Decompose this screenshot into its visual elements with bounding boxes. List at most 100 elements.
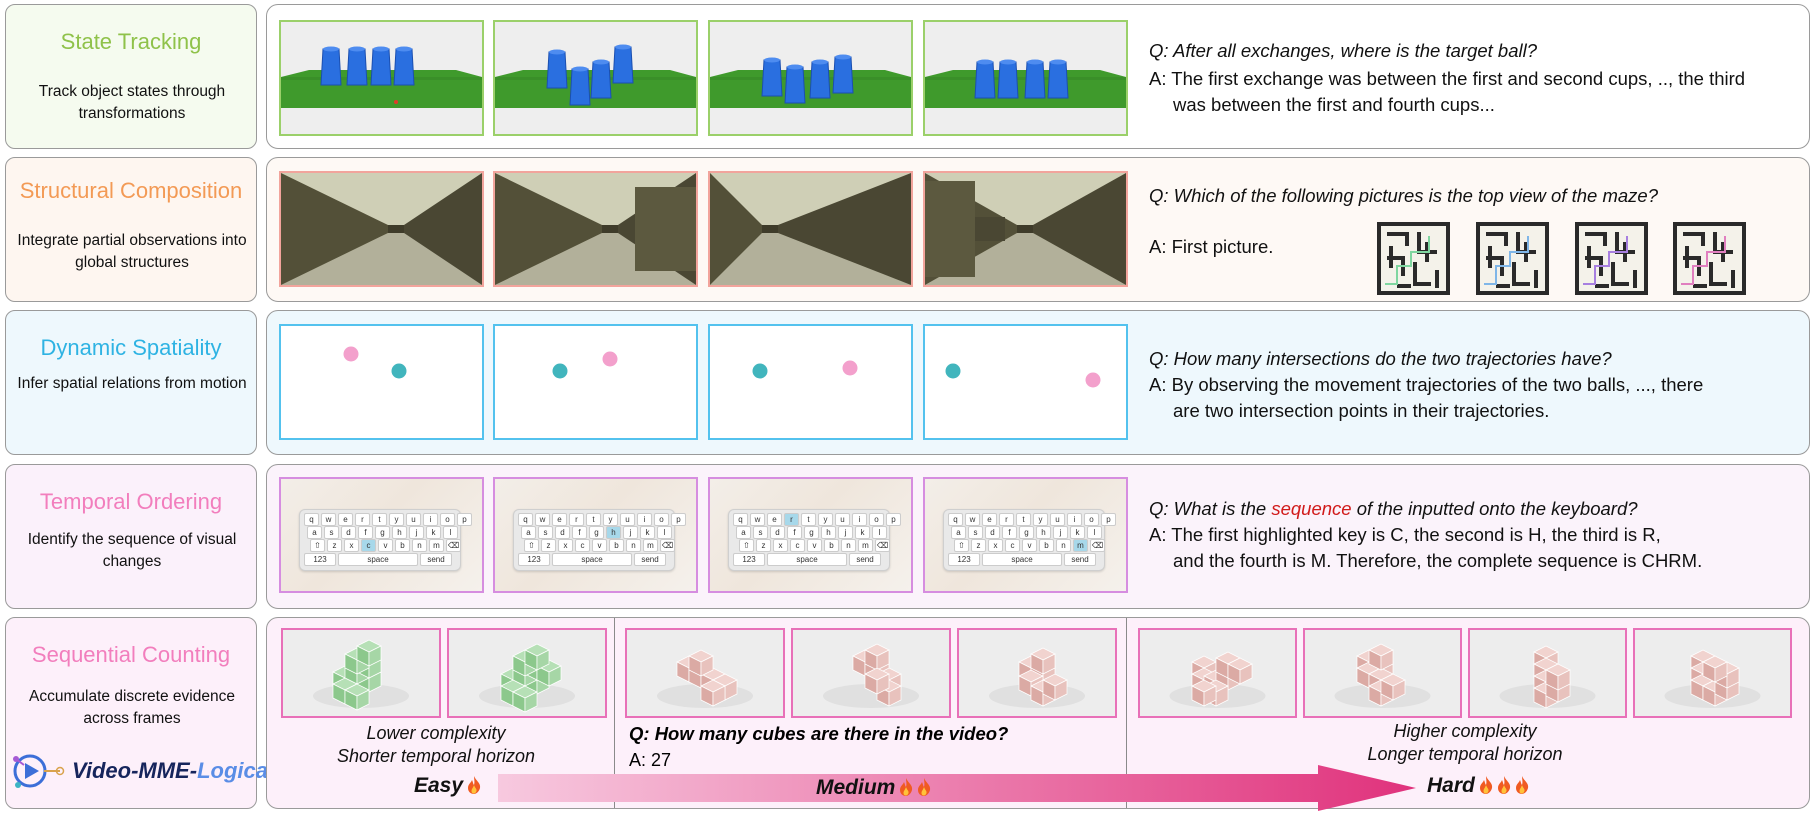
key: q: [948, 513, 963, 526]
state-frame: [708, 20, 913, 136]
state-frame: [923, 20, 1128, 136]
answer-line: are two intersection points in their tra…: [1173, 400, 1550, 421]
key: y: [1033, 513, 1048, 526]
cube-frame: [957, 628, 1117, 718]
key: p: [671, 513, 686, 526]
key: z: [541, 539, 556, 552]
key: v: [1022, 539, 1037, 552]
question-text: of the inputted onto the keyboard?: [1351, 498, 1638, 519]
category-card-struct: Structural Composition Integrate partial…: [5, 157, 257, 302]
key: a: [736, 526, 751, 539]
key: space: [338, 553, 418, 566]
motion-frame: [708, 324, 913, 440]
category-card-dynamic: Dynamic Spatiality Infer spatial relatio…: [5, 310, 257, 455]
key: l: [1087, 526, 1102, 539]
caption-line: Lower complexity: [366, 723, 506, 743]
key: v: [378, 539, 393, 552]
category-title: Dynamic Spatiality: [40, 335, 222, 360]
key: 123: [733, 553, 765, 566]
key: ⇧: [524, 539, 539, 552]
key: y: [389, 513, 404, 526]
answer-line: was between the first and fourth cups...: [1173, 94, 1495, 115]
key: c: [790, 539, 805, 552]
maze-top-view: [1673, 222, 1746, 295]
key: 123: [518, 553, 550, 566]
answer-line: A: By observing the movement trajectorie…: [1149, 374, 1704, 395]
answer-dynamic: A: By observing the movement trajectorie…: [1149, 372, 1789, 424]
key: l: [443, 526, 458, 539]
key: i: [423, 513, 438, 526]
key: o: [654, 513, 669, 526]
fire-icon: [917, 778, 931, 796]
key: j: [409, 526, 424, 539]
key: d: [555, 526, 570, 539]
key: b: [609, 539, 624, 552]
key: k: [640, 526, 655, 539]
key: k: [426, 526, 441, 539]
key: i: [1067, 513, 1082, 526]
key: b: [824, 539, 839, 552]
key: z: [327, 539, 342, 552]
key: m: [429, 539, 444, 552]
category-card-temporal: Temporal Ordering Identify the sequence …: [5, 464, 257, 609]
key: h: [392, 526, 407, 539]
question-struct: Q: Which of the following pictures is th…: [1149, 185, 1658, 206]
key: q: [304, 513, 319, 526]
key: h: [1036, 526, 1051, 539]
answer-struct: A: First picture.: [1149, 236, 1274, 257]
key: r: [355, 513, 370, 526]
key: k: [1070, 526, 1085, 539]
key: m: [858, 539, 873, 552]
logo-text-logical: Logical: [197, 758, 275, 783]
logo-text-main: Video-MME-: [72, 758, 198, 783]
question-state: Q: After all exchanges, where is the tar…: [1149, 40, 1538, 61]
key: g: [804, 526, 819, 539]
key: w: [321, 513, 336, 526]
key: e: [982, 513, 997, 526]
key: send: [634, 553, 666, 566]
key: q: [518, 513, 533, 526]
key: n: [1056, 539, 1071, 552]
key: n: [626, 539, 641, 552]
maze-frame: [279, 171, 484, 287]
question-highlight: sequence: [1271, 498, 1352, 519]
difficulty-arrow: [498, 765, 1416, 811]
key: c: [361, 539, 376, 552]
key: send: [1064, 553, 1096, 566]
maze-top-view: [1575, 222, 1648, 295]
key: j: [838, 526, 853, 539]
key: y: [818, 513, 833, 526]
easy-caption: Lower complexity Shorter temporal horizo…: [296, 722, 576, 768]
key: s: [753, 526, 768, 539]
key: w: [965, 513, 980, 526]
category-title: Sequential Counting: [31, 642, 231, 667]
key: y: [603, 513, 618, 526]
key: s: [324, 526, 339, 539]
motion-frame: [493, 324, 698, 440]
caption-line: Longer temporal horizon: [1367, 744, 1563, 764]
difficulty-label: Easy: [414, 774, 464, 797]
divider-medium: [614, 618, 615, 808]
key: z: [971, 539, 986, 552]
key: i: [852, 513, 867, 526]
key: g: [375, 526, 390, 539]
answer-state: A: The first exchange was between the fi…: [1149, 66, 1789, 118]
answer-line: A: The first exchange was between the fi…: [1149, 68, 1746, 89]
key: c: [575, 539, 590, 552]
question-temporal: Q: What is the sequence of the inputted …: [1149, 498, 1638, 520]
category-title: Structural Composition: [19, 178, 243, 203]
key: n: [412, 539, 427, 552]
key: e: [338, 513, 353, 526]
key: p: [1101, 513, 1116, 526]
key: v: [592, 539, 607, 552]
cube-frame: [1633, 628, 1792, 718]
difficulty-label: Hard: [1427, 774, 1475, 797]
key: r: [784, 513, 799, 526]
cube-frame: [625, 628, 785, 718]
cube-frame: [447, 628, 607, 718]
cube-frame: [1468, 628, 1627, 718]
